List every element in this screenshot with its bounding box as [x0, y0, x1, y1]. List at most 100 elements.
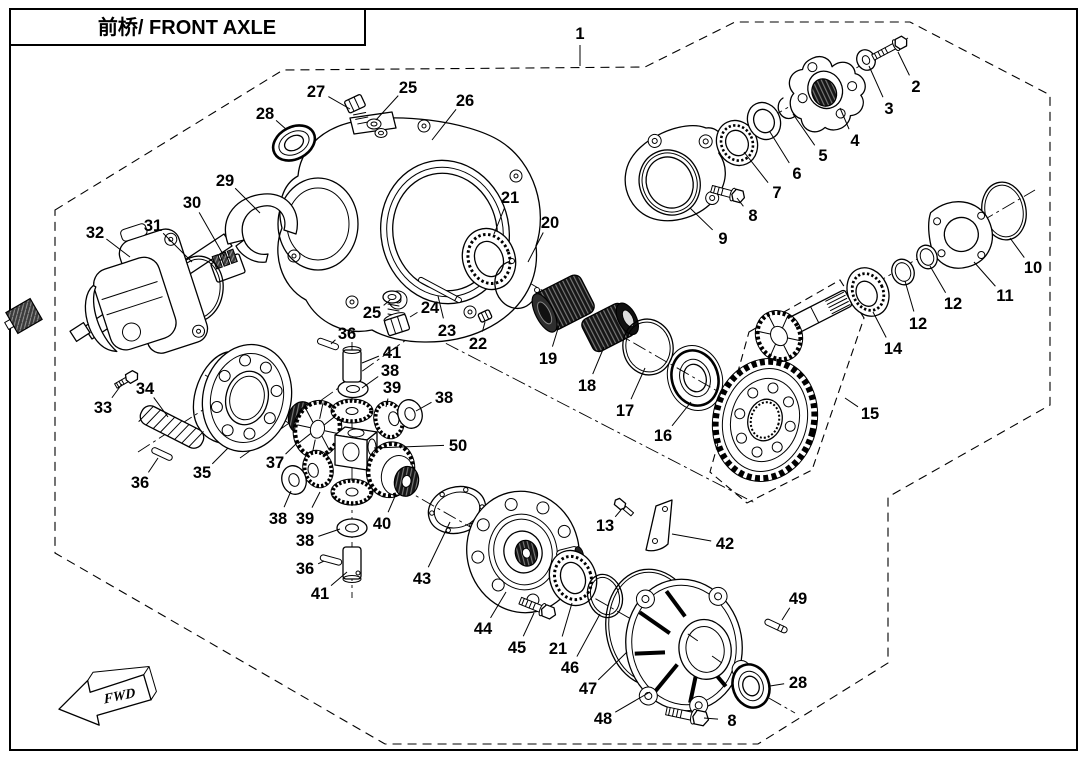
part-callout-49: 49 [789, 590, 807, 608]
part-12-shim [916, 244, 938, 270]
callout-leader-line [409, 311, 418, 318]
callout-leader-line [147, 457, 159, 473]
part-callout-28: 28 [256, 105, 274, 123]
part-callout-12: 12 [944, 295, 962, 313]
part-callout-21: 21 [501, 189, 519, 207]
part-callout-16: 16 [654, 427, 672, 445]
part-callout-22: 22 [469, 335, 487, 353]
callout-leader-line [234, 187, 261, 214]
part-25-sealing-washers [366, 118, 388, 138]
part-callout-35: 35 [193, 464, 211, 482]
callout-leader-line [481, 321, 486, 332]
part-callout-32: 32 [86, 224, 104, 242]
part-callout-8: 8 [748, 207, 757, 225]
part-2-bolt [871, 35, 908, 61]
part-callout-31: 31 [144, 217, 162, 235]
part-42-bracket [645, 499, 673, 552]
part-16-oil-seal [666, 345, 724, 411]
callout-leader-line [743, 151, 769, 184]
part-45-bolt [518, 596, 557, 620]
callout-leader-line [689, 207, 713, 231]
callout-leader-line [383, 299, 391, 306]
callout-leader-line [703, 717, 719, 720]
part-callout-40: 40 [373, 515, 391, 533]
callout-leader-line [330, 339, 336, 345]
page-title: 前桥/ FRONT AXLE [98, 15, 276, 39]
part-35-differential-case [192, 343, 293, 453]
callout-leader-line [375, 95, 399, 121]
part-callout-38: 38 [296, 532, 314, 550]
part-15-ring-gear [711, 358, 819, 482]
part-callout-24: 24 [421, 299, 440, 317]
part-34-spring [138, 405, 205, 449]
part-callout-19: 19 [539, 350, 557, 368]
callout-leader-line [973, 261, 996, 287]
part-callout-34: 34 [136, 380, 155, 398]
part-24-plug [383, 303, 411, 337]
callout-leader-line [769, 131, 790, 164]
part-callout-25: 25 [399, 79, 417, 97]
part-5-snap-ring [777, 97, 797, 120]
part-41-spacer [342, 346, 362, 383]
callout-leader-line [490, 591, 507, 619]
part-callout-38: 38 [435, 389, 453, 407]
part-callout-26: 26 [456, 92, 474, 110]
part-8-bolt [665, 706, 710, 727]
title-block [9, 8, 366, 46]
part-callout-23: 23 [438, 322, 456, 340]
callout-leader-line [361, 376, 379, 389]
assembly-boundary-outline [54, 21, 1051, 745]
part-callout-8: 8 [727, 712, 736, 730]
callout-leader-line [385, 398, 389, 408]
callout-leader-line [198, 212, 225, 257]
callout-leader-line [361, 355, 380, 364]
part-callout-30: 30 [183, 194, 201, 212]
part-callout-28: 28 [789, 674, 807, 692]
callout-leader-line [551, 321, 561, 347]
part-39-spider-gear [330, 478, 374, 506]
part-callout-6: 6 [792, 165, 801, 183]
callout-leader-line [522, 612, 535, 637]
callout-leader-line [415, 401, 432, 412]
part-callout-50: 50 [449, 437, 467, 455]
part-36-pin [316, 337, 340, 351]
callout-leader-line [283, 490, 292, 508]
callout-leader-line [904, 280, 915, 312]
part-23-pin-shaft [418, 276, 462, 304]
part-11-retainer-plate [928, 201, 993, 269]
callout-leader-line [328, 96, 351, 110]
callout-leader-line [897, 51, 910, 76]
callout-leader-line [561, 602, 573, 637]
part-33-bolt [114, 370, 139, 389]
part-9-bearing-housing [624, 124, 726, 222]
part-callout-12: 12 [909, 315, 927, 333]
parts-layer [4, 35, 1027, 727]
fwd-arrow: FWD [58, 665, 157, 726]
part-38-thrust-washer [281, 379, 423, 538]
callout-leader-line [671, 401, 692, 427]
part-callout-39: 39 [383, 379, 401, 397]
callout-leader-line [427, 521, 451, 568]
part-25-washer [382, 290, 402, 304]
callout-leader-line [111, 383, 123, 399]
callout-leader-line [318, 528, 341, 537]
callout-leader-line [576, 613, 601, 657]
part-callout-20: 20 [541, 214, 559, 232]
part-12-shim [891, 258, 915, 286]
callout-leader-line [671, 533, 712, 542]
callout-leader-line [868, 65, 884, 98]
part-callout-9: 9 [718, 230, 727, 248]
part-14-taper-bearing [846, 267, 890, 317]
part-22-screw [477, 309, 493, 323]
part-26-gearcase-housing [277, 111, 542, 343]
part-callout-48: 48 [594, 710, 612, 728]
part-callout-11: 11 [996, 287, 1013, 305]
part-callout-17: 17 [616, 402, 634, 420]
part-46-o-ring [586, 573, 624, 619]
part-4-drive-flange [788, 55, 866, 133]
callout-leader-line [211, 447, 229, 465]
callout-leader-line [330, 571, 348, 587]
callout-leader-line [929, 265, 947, 294]
